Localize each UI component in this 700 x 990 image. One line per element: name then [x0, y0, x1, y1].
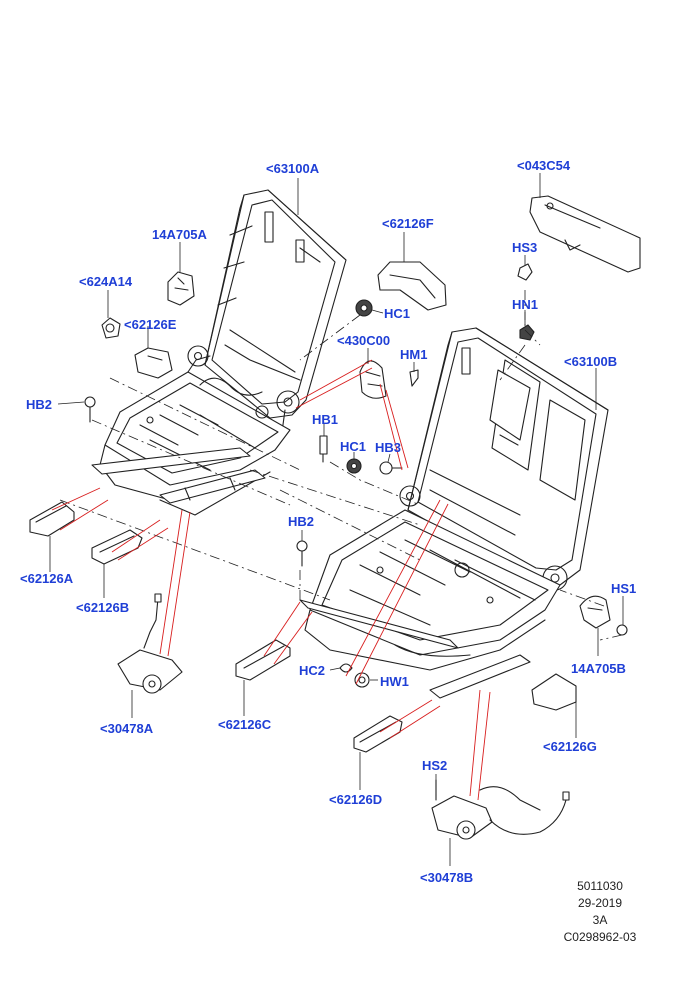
label-30478b[interactable]: <30478B	[420, 870, 474, 885]
label-62126d[interactable]: <62126D	[329, 792, 383, 807]
reference-line-2: 29-2019	[577, 896, 623, 910]
fastener-hb1[interactable]	[319, 435, 328, 463]
reference-line-1: 5011030	[577, 879, 623, 893]
part-62126a[interactable]	[29, 501, 75, 537]
label-14a705b[interactable]: 14A705B	[571, 661, 626, 676]
part-62126e[interactable]	[134, 347, 173, 379]
label-30478a[interactable]: <30478A	[100, 721, 154, 736]
label-62126a[interactable]: <62126A	[20, 571, 74, 586]
label-hc1-upper[interactable]: HC1	[384, 306, 411, 321]
fastener-hb2-left[interactable]	[84, 396, 96, 423]
part-430c00[interactable]	[359, 360, 387, 399]
label-62126g[interactable]: <62126G	[543, 739, 597, 754]
reference-line-3: 3A	[592, 913, 608, 927]
fastener-hs1[interactable]	[616, 624, 628, 636]
drawing-reference: 5011030 29-2019 3A C0298962-03	[560, 878, 640, 946]
fastener-hb2-center[interactable]	[296, 540, 308, 567]
label-hs1[interactable]: HS1	[611, 581, 637, 596]
label-62126e[interactable]: <62126E	[124, 317, 177, 332]
label-hw1[interactable]: HW1	[380, 674, 409, 689]
seat-track-left[interactable]	[91, 447, 266, 504]
seat-cushion-frame-right[interactable]	[304, 509, 561, 671]
label-63100b[interactable]: <63100B	[564, 354, 618, 369]
washer-hw1[interactable]	[354, 672, 370, 688]
part-14a705a[interactable]	[167, 271, 195, 306]
label-624a14[interactable]: <624A14	[79, 274, 133, 289]
part-043c54[interactable]	[529, 195, 641, 273]
fastener-hc1-lower[interactable]	[346, 458, 362, 474]
part-62126c[interactable]	[235, 639, 291, 681]
part-62126b[interactable]	[91, 529, 143, 565]
red-leader-lines	[51, 359, 491, 801]
part-14a705b[interactable]	[579, 595, 611, 629]
seat-back-frame-right[interactable]	[399, 327, 609, 591]
label-62126c[interactable]: <62126C	[218, 717, 272, 732]
label-63100a[interactable]: <63100A	[266, 161, 320, 176]
fastener-hc1-upper[interactable]	[355, 299, 373, 317]
part-62126d[interactable]	[353, 715, 403, 753]
label-62126b[interactable]: <62126B	[76, 600, 130, 615]
part-62126g[interactable]	[531, 673, 577, 711]
seat-back-frame-left[interactable]	[187, 189, 347, 441]
motor-30478a[interactable]	[117, 593, 183, 694]
label-hm1[interactable]: HM1	[400, 347, 428, 362]
label-hn1[interactable]: HN1	[512, 297, 539, 312]
reference-line-4: C0298962-03	[563, 930, 637, 944]
label-430c00[interactable]: <430C00	[337, 333, 391, 348]
label-62126f[interactable]: <62126F	[382, 216, 434, 231]
assembly-centerlines	[59, 290, 623, 800]
label-hc1-lower[interactable]: HC1	[340, 439, 367, 454]
part-62126f[interactable]	[377, 261, 447, 311]
label-043c54[interactable]: <043C54	[517, 158, 571, 173]
part-624a14[interactable]	[101, 317, 121, 339]
label-hc2[interactable]: HC2	[299, 663, 326, 678]
fastener-hs3[interactable]	[517, 263, 533, 281]
label-hb2-left[interactable]: HB2	[26, 397, 53, 412]
seat-track-right[interactable]	[299, 599, 531, 699]
label-hb1[interactable]: HB1	[312, 412, 339, 427]
callout-leaders	[49, 173, 624, 866]
label-hb2-center[interactable]: HB2	[288, 514, 315, 529]
label-hs2[interactable]: HS2	[422, 758, 448, 773]
fastener-hm1[interactable]	[409, 369, 419, 387]
label-hs3[interactable]: HS3	[512, 240, 538, 255]
fastener-hb3[interactable]	[379, 461, 403, 475]
motor-30478b[interactable]	[431, 779, 570, 840]
label-14a705a[interactable]: 14A705A	[152, 227, 207, 242]
label-hb3[interactable]: HB3	[375, 440, 402, 455]
